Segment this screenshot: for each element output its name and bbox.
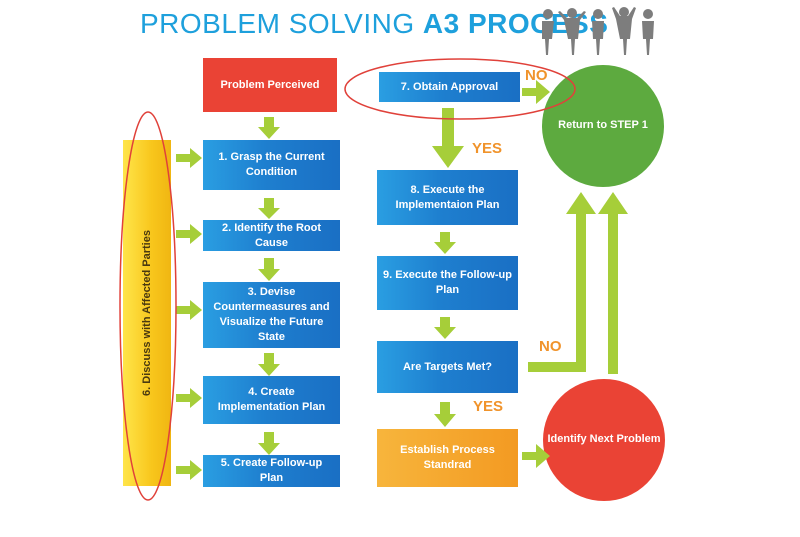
no-label-targets: NO <box>539 338 562 355</box>
arrow-down-3 <box>258 258 280 281</box>
problem-perceived-box: Problem Perceived <box>203 58 337 112</box>
step3-box: 3. Devise Countermeasures and Visualize … <box>203 282 340 348</box>
arrow-down-2 <box>258 198 280 219</box>
arrow-right-next <box>522 444 550 468</box>
step2-box: 2. Identify the Root Cause <box>203 220 340 251</box>
establish-standard-box: Establish Process Standrad <box>377 429 518 487</box>
arrow-down-4 <box>258 353 280 376</box>
highlight-ellipse-discuss <box>119 111 177 501</box>
arrow-down-6 <box>434 232 456 254</box>
arrow-down-yes <box>432 108 464 168</box>
arrow-right-4 <box>176 388 202 408</box>
step4-box: 4. Create Implementation Plan <box>203 376 340 424</box>
arrow-up-next <box>598 192 628 374</box>
yes-label-targets: YES <box>473 398 504 415</box>
arrow-down-7 <box>434 317 456 339</box>
people-group-icon <box>542 7 654 55</box>
arrow-down-5 <box>258 432 280 455</box>
arrow-down-1 <box>258 117 280 139</box>
arrow-no-up <box>528 192 596 372</box>
arrow-down-8 <box>434 402 456 427</box>
highlight-ellipse-approval <box>344 58 576 120</box>
step1-box: 1. Grasp the Current Condition <box>203 140 340 190</box>
step8-box: 8. Execute the Implementaion Plan <box>377 170 518 225</box>
no-label-approval: NO <box>525 67 548 84</box>
step7-box: 7. Obtain Approval <box>379 72 520 102</box>
discuss-affected-parties-bar: 6. Discuss with Affected Parties <box>123 140 171 486</box>
title-part1: PROBLEM SOLVING <box>140 8 423 39</box>
step9-box: 9. Execute the Follow-up Plan <box>377 256 518 310</box>
arrow-right-return <box>522 80 550 104</box>
yes-label-approval: YES <box>472 140 503 157</box>
identify-next-problem-circle: Identify Next Problem <box>543 379 665 501</box>
arrow-right-1 <box>176 148 202 168</box>
return-step1-circle: Return to STEP 1 <box>542 65 664 187</box>
arrow-right-2 <box>176 224 202 244</box>
arrow-right-5 <box>176 460 202 480</box>
targets-met-box: Are Targets Met? <box>377 341 518 393</box>
step5-box: 5. Create Follow-up Plan <box>203 455 340 487</box>
arrow-right-3 <box>176 300 202 320</box>
